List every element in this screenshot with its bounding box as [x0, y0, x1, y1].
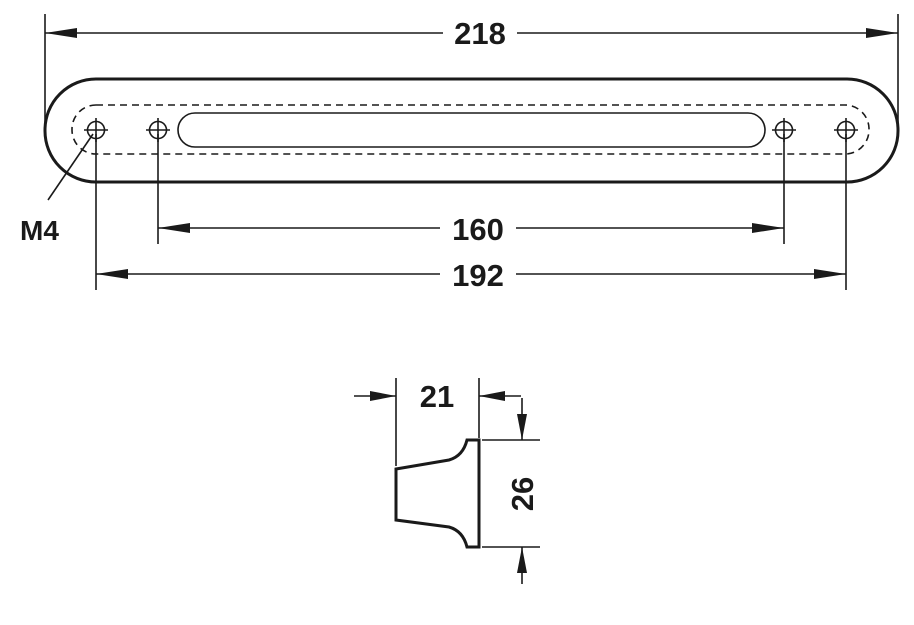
thread-leader: M4 [20, 133, 94, 246]
dimension-21-text: 21 [420, 379, 454, 414]
handle-outline [43, 77, 900, 184]
dimension-26: 26 [505, 398, 540, 584]
side-view: 21 26 [354, 378, 540, 584]
dimension-26-text: 26 [505, 477, 540, 511]
dimension-160-text: 160 [452, 212, 504, 247]
top-view: 218 160 192 M4 [20, 14, 900, 293]
dimension-218: 218 [45, 16, 898, 51]
dimension-218-text: 218 [454, 16, 506, 51]
knob-profile [394, 438, 481, 549]
dimension-192: 192 [96, 258, 846, 293]
thread-label: M4 [20, 215, 59, 246]
dimension-160: 160 [158, 212, 784, 247]
dimension-192-text: 192 [452, 258, 504, 293]
center-slot [177, 112, 766, 148]
base-plate-hidden [71, 104, 870, 155]
dimension-21: 21 [354, 379, 521, 414]
